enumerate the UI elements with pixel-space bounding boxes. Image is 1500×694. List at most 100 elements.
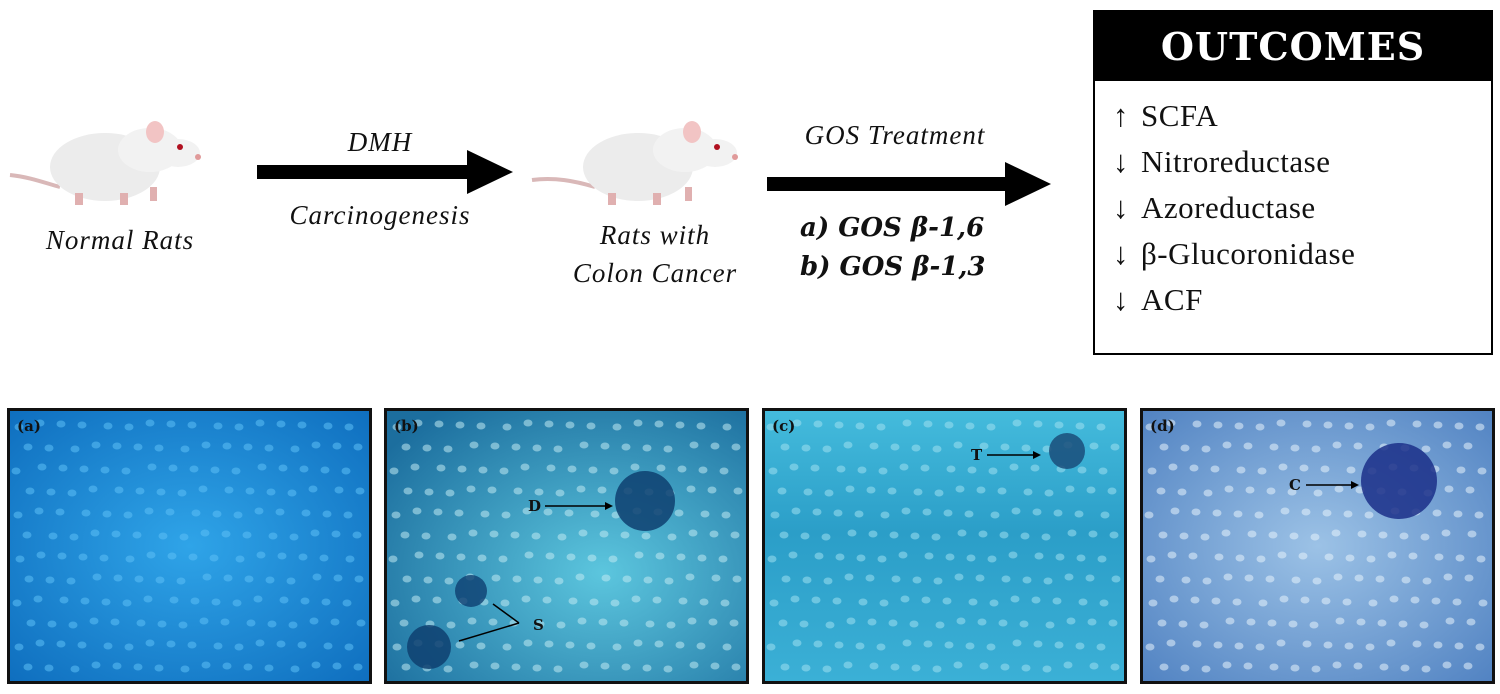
crypt-texture-dot [976,486,986,494]
crypt-texture-dot [1298,552,1308,560]
crypt-texture-dot [1030,464,1040,472]
crypt-texture-dot [1353,442,1363,450]
crypt-texture-dot [956,617,966,625]
crypt-texture-dot [491,574,501,582]
crypt-texture-dot [711,574,721,582]
crypt-texture-dot [1365,643,1375,651]
crypt-texture-dot [113,574,123,582]
crypt-texture-dot [91,661,101,669]
crypt-texture-dot [1053,509,1063,517]
crypt-texture-dot [191,509,201,517]
crypt-texture-dot [843,441,853,449]
crypt-texture-dot [467,617,477,625]
crypt-texture-dot [356,619,366,627]
crypt-texture-dot [1434,553,1444,561]
crypt-texture-dot [1223,573,1233,581]
crypt-texture-dot [811,596,821,604]
crypt-texture-dot [912,576,922,584]
crypt-texture-dot [35,419,45,427]
crypt-texture-dot [1210,465,1220,473]
crypt-texture-dot [1159,443,1169,451]
crypt-texture-dot [987,555,997,563]
crypt-texture-dot [333,574,343,582]
crypt-texture-dot [1078,598,1088,606]
crypt-texture-dot [523,639,533,647]
crypt-texture-dot [319,554,329,562]
crypt-texture-dot [1453,510,1463,518]
crypt-texture-dot [1188,552,1198,560]
crypt-texture-dot [865,574,875,582]
crypt-texture-dot [1442,661,1452,669]
crypt-texture-dot [1107,487,1117,495]
crypt-texture-dot [1213,641,1223,649]
crypt-texture-dot [211,598,221,606]
dysplastic-crypt [615,471,675,531]
crypt-texture-dot [1224,485,1234,493]
crypt-texture-dot [1421,445,1431,453]
crypt-texture-dot [1475,643,1485,651]
crypt-texture-dot [1236,466,1246,474]
crypt-texture-dot [189,465,199,473]
crypt-texture-dot [1212,509,1222,517]
crypt-texture-dot [924,552,934,560]
crypt-texture-dot [799,620,809,628]
crypt-texture-dot [245,487,255,495]
crypt-texture-dot [1222,661,1232,669]
crypt-texture-dot [403,487,413,495]
small-crypt [407,625,451,669]
crypt-texture-dot [1009,463,1019,471]
crypt-texture-dot [1467,530,1477,538]
crypt-texture-dot [34,507,44,515]
crypt-texture-dot [220,618,230,626]
crypt-texture-dot [1020,532,1030,540]
crypt-texture-dot [534,488,544,496]
crypt-texture-dot [435,552,445,560]
crypt-texture-dot [599,530,609,538]
crypt-texture-dot [1268,531,1278,539]
crypt-texture-dot [556,621,566,629]
crypt-texture-dot [630,463,640,471]
crypt-texture-dot [401,663,411,671]
cancer-rat-image [531,121,738,205]
crypt-texture-dot [1287,488,1297,496]
crypt-texture-dot [810,464,820,472]
crypt-texture-dot [1213,421,1223,429]
crypt-texture-dot [1386,419,1396,427]
crypt-texture-dot [577,617,587,625]
outcomes-box: OUTCOMES ↑SCFA ↓Nitroreductase ↓Azoreduc… [1093,10,1493,355]
crypt-texture-dot [643,576,653,584]
crypt-texture-dot [490,662,500,670]
crypt-texture-dot [343,511,353,519]
crypt-texture-dot [689,441,699,449]
crypt-texture-dot [656,464,666,472]
crypt-texture-dot [955,485,965,493]
crypt-texture-dot [410,463,420,471]
crypt-texture-dot [99,554,109,562]
crypt-texture-dot [413,419,423,427]
crypt-texture-dot [110,618,120,626]
crypt-texture-dot [242,531,252,539]
crypt-texture-dot [1166,639,1176,647]
crypt-texture-dot [923,420,933,428]
crypt-texture-dot [1077,466,1087,474]
crypt-texture-dot [511,663,521,671]
crypt-texture-dot [766,643,776,651]
crypt-texture-dot [709,530,719,538]
crypt-texture-dot [432,596,442,604]
crypt-texture-dot [619,619,629,627]
crypt-texture-dot [1419,621,1429,629]
crypt-texture-dot [801,664,811,672]
crypt-texture-dot [730,531,740,539]
crypt-texture-dot [567,465,577,473]
crypt-texture-dot [1276,419,1286,427]
crypt-texture-dot [265,576,275,584]
crypt-texture-dot [70,445,80,453]
crypt-texture-dot [391,511,401,519]
crypt-texture-dot [178,621,188,629]
crypt-texture-dot [1063,661,1073,669]
crypt-texture-dot [633,639,643,647]
crypt-texture-dot [489,530,499,538]
crypt-texture-dot [1148,599,1158,607]
crypt-texture-dot [55,508,65,516]
crypt-texture-dot [533,576,543,584]
